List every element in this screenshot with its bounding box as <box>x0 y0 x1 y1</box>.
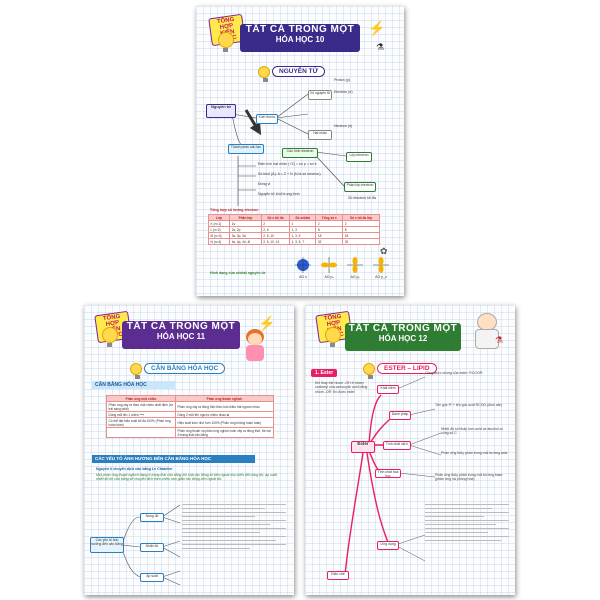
section-title: ESTER – LIPID <box>377 363 437 374</box>
mindmap-connectors <box>231 93 347 206</box>
title-bottom: HÓA HỌC 10 <box>275 35 325 44</box>
note-dien-tich: Điện tích hạt nhân (+Z) = số p = số e <box>258 162 317 166</box>
book-cover-hoa-hoc-10: TỔNG HỢP KIẾN THỨC TẤT CẢ TRONG MỘT HÓA … <box>196 6 404 296</box>
note-ntk: Nguyên tử khối trung bình <box>258 192 300 196</box>
node-danh-phap: Danh pháp <box>389 411 411 420</box>
orbital-label: AO s <box>299 275 307 279</box>
table-row: Phản ứng thuận và phản ứng nghịch luôn x… <box>106 427 275 438</box>
orbital-label: AO p_z <box>375 275 387 279</box>
corner-label: 1. Ester <box>311 369 338 377</box>
table-cell: N (n=4) <box>207 238 231 245</box>
node-tinh-chat-hoa-hoc: Tính chất hóa học <box>375 469 401 478</box>
section-bulb-icon <box>363 363 375 379</box>
table-cell: 2, 6, 10, 14 <box>260 238 291 245</box>
node-ung-dung: Ứng dụng <box>377 541 399 550</box>
table-cell: 32 <box>342 238 380 245</box>
orbital-label: AO pᵧ <box>350 275 360 279</box>
section-title: NGUYÊN TỬ <box>272 66 325 77</box>
orbital-shape: AO pᵧ <box>344 256 366 279</box>
node-nguyen-tu: Nguyên tử <box>206 104 236 118</box>
title-banner: TẤT CẢ TRONG MỘT HÓA HỌC 12 <box>345 323 461 351</box>
node-vo: Vỏ nguyên tử <box>308 90 332 100</box>
note-vat-li: Nhiệt độ sôi thấp hơn acid và alcohol có… <box>441 427 504 436</box>
node-center: Các yếu tố ảnh hưởng đến cân bằng <box>90 537 124 553</box>
node-ester: Ester <box>351 441 375 453</box>
section-bulb-icon <box>258 66 270 82</box>
note-xa-phong-hoa: Phản ứng thủy phân trong môi trường base… <box>435 473 503 482</box>
orbital-shape: AO s <box>292 256 314 279</box>
node-hat-nhan: Hạt nhân <box>308 130 332 140</box>
table-cell: 4s, 4p, 4d, 4f <box>229 238 262 245</box>
title-top: TẤT CẢ TRONG MỘT <box>126 321 236 332</box>
title-bottom: HÓA HỌC 11 <box>156 332 206 341</box>
book-cover-hoa-hoc-11: TỔNG HỢP KIẾN THỨC TẤT CẢ TRONG MỘT HÓA … <box>84 305 294 595</box>
node-lop: Lớp electron <box>346 152 372 162</box>
note-so-khoi: Số khối (A): A = Z + N (N là số neutron) <box>258 172 321 176</box>
book-cover-hoa-hoc-12: TỔNG HỢP KIẾN THỨC TẤT CẢ TRONG MỘT HÓA … <box>305 305 515 595</box>
note-dong-vi: Đồng vị <box>258 182 271 186</box>
table-cell: Phản ứng thuận và phản ứng nghịch luôn x… <box>174 427 275 438</box>
factor-connectors <box>121 504 181 586</box>
lightning-icon: ⚡ <box>368 20 386 36</box>
title-banner: TẤT CẢ TRONG MỘT HÓA HỌC 11 <box>122 321 240 349</box>
orbital-caption: Hình dạng của orbital nguyên tử <box>210 271 266 275</box>
factor-nhiet-do: Nhiệt độ <box>140 543 164 552</box>
factor-details-lines <box>182 501 286 552</box>
ester-mindmap-connectors <box>344 376 442 576</box>
note-proton: Proton (p) <box>334 78 350 82</box>
factor-ap-suat: Áp suất <box>140 573 164 582</box>
lightbulb-icon <box>102 327 118 347</box>
note-danh-phap: Tên gốc R' + tên gốc acid RCOO (đuôi ate… <box>435 403 502 407</box>
note-khai-niem: Khi thay thế nhóm -OH ở nhóm carboxyl củ… <box>315 381 368 394</box>
ester-detail-lines <box>425 501 509 544</box>
doodle-icon: ✿ <box>380 246 388 256</box>
section-title: CÂN BẰNG HÓA HỌC <box>144 363 226 374</box>
node-thanh-phan: Thành phần cấu tạo <box>228 144 264 154</box>
note-thuy-phan-acid: Phản ứng thủy phân trong môi trường acid <box>441 451 508 455</box>
node-tinh-chat-vat-li: Tính chất vật lí <box>383 441 411 450</box>
node-cau-hinh: Cấu hình electron <box>282 148 318 158</box>
lightning-icon: ⚡ <box>258 315 276 331</box>
orbital-label: AO pₓ <box>324 275 334 279</box>
title-top: TẤT CẢ TRONG MỘT <box>348 323 458 334</box>
subsection-title: CÂN BẰNG HÓA HỌC <box>92 381 175 389</box>
node-phan-lop: Phân lớp electron <box>344 182 376 192</box>
orbital-shape: AO p_z <box>370 256 392 279</box>
note-neutron: Neutron (n) <box>334 124 353 128</box>
flask-icon: ⚗ <box>495 335 504 345</box>
title-bottom: HÓA HỌC 12 <box>378 334 428 343</box>
principle-title: Nguyên lí chuyển dịch cân bằng Le Chatel… <box>96 467 173 471</box>
factor-nong-do: Nồng độ <box>140 513 164 522</box>
lightbulb-icon <box>325 327 341 347</box>
principle-text: Một phản ứng thuận nghịch đang ở trạng t… <box>96 473 278 482</box>
lightbulb-icon <box>218 32 234 52</box>
title-top: TẤT CẢ TRONG MỘT <box>245 24 355 35</box>
flask-icon: ⚗ <box>376 42 385 52</box>
section2-title: CÁC YẾU TỐ ẢNH HƯỞNG ĐẾN CÂN BẰNG HÓA HỌ… <box>92 455 255 463</box>
title-banner: TẤT CẢ TRONG MỘT HÓA HỌC 10 <box>240 24 360 52</box>
table-cell: 1, 3, 5, 7 <box>289 238 317 245</box>
table-caption: Tổng hợp số lượng electron <box>210 208 259 212</box>
scientist-mascot-illustration <box>471 311 501 349</box>
node-kich-thuoc: Kích thước <box>256 114 278 124</box>
table-cell: 32 <box>315 238 344 245</box>
girl-mascot-illustration <box>240 329 270 363</box>
note-cong-thuc: Công thức chung của ester: RCOOR' <box>425 371 483 375</box>
orbital-shape: AO pₓ <box>318 256 340 279</box>
node-khai-niem: Khái niệm <box>377 385 399 394</box>
node-dieu-che: Điều chế <box>327 571 349 580</box>
section-bulb-icon <box>130 363 142 379</box>
note-so-e-toi-da: Số electron tối đa <box>348 196 376 200</box>
note-electron: Electron (e) <box>334 90 353 94</box>
